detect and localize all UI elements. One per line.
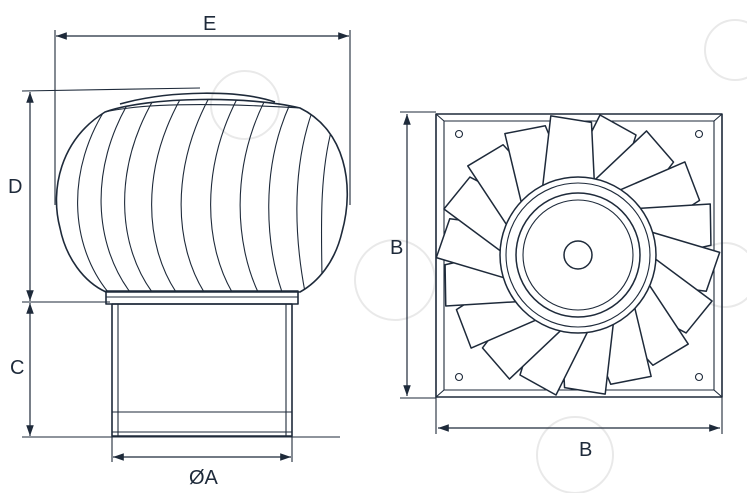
hub-center (563, 240, 593, 270)
turbine-vanes (77, 99, 333, 292)
mounting-hole (694, 129, 704, 139)
mounting-hole (454, 129, 464, 139)
dimension-b-horizontal: B (435, 397, 723, 461)
dimension-d: D (8, 92, 34, 301)
label-c: C (10, 357, 24, 379)
collar (105, 290, 299, 305)
extension-lines (21, 30, 351, 462)
label-b-vertical: B (390, 237, 403, 259)
dimension-b-vertical: B (390, 111, 436, 399)
neck (111, 303, 293, 437)
label-d: D (8, 176, 22, 198)
label-e: E (203, 13, 216, 35)
turbine-dome (55, 92, 348, 293)
dimension-c: C (10, 303, 34, 436)
label-a: ØA (189, 467, 219, 489)
mounting-hole (694, 372, 704, 382)
mounting-hole (454, 372, 464, 382)
dimension-e: E (56, 13, 349, 40)
side-view: E D C ØA (8, 13, 351, 489)
top-view: B B (390, 111, 723, 461)
turbine-blades-top (435, 114, 721, 396)
mounting-holes (454, 129, 704, 382)
label-b-horizontal: B (579, 439, 592, 461)
dimension-a: ØA (113, 453, 291, 489)
